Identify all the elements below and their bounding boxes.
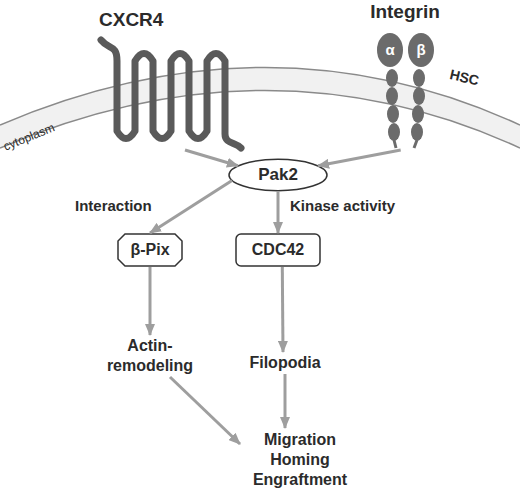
signal-arrow <box>185 150 238 166</box>
signal-arrow <box>284 374 287 428</box>
signal-arrow <box>150 181 232 234</box>
node-label: Pak2 <box>228 165 328 185</box>
effector-octagon: β-Pix <box>117 233 183 267</box>
receptor-node: Integrin αβ <box>362 0 448 150</box>
membrane-band <box>0 68 520 149</box>
edge-label: Kinase activity <box>290 196 395 216</box>
signal-arrow <box>318 150 401 166</box>
cxcr4-receptor-symbol <box>101 40 241 148</box>
node-label: Integrin <box>362 2 448 22</box>
receptor-node: CXCR4 <box>95 6 245 150</box>
node-label: α <box>380 40 400 60</box>
result-text-node: Migration Homing Engraftment <box>240 428 360 492</box>
outcome-text-node: Filopodia <box>235 352 335 374</box>
region-label: HSC <box>448 66 480 88</box>
membrane-outer-line <box>0 68 520 126</box>
node-label: Actin-remodeling <box>100 336 200 376</box>
signal-arrow <box>149 267 152 335</box>
node-label: CXCR4 <box>99 10 163 30</box>
signal-arrow <box>170 377 240 444</box>
node-label: Filopodia <box>235 353 335 373</box>
signal-arrow <box>281 267 285 352</box>
node-label: CDC42 <box>235 240 321 260</box>
outcome-text-node: Actin-remodeling <box>100 335 200 377</box>
node-label: β <box>411 40 431 60</box>
signal-arrow <box>277 191 280 233</box>
kinase-ellipse: Pak2 <box>228 158 328 192</box>
effector-box: CDC42 <box>235 233 321 267</box>
membrane-inner-line <box>0 91 520 149</box>
node-label: Migration Homing Engraftment <box>240 430 360 490</box>
integrin-symbol <box>377 33 434 148</box>
edge-label: Interaction <box>75 196 152 216</box>
node-label: β-Pix <box>117 240 183 260</box>
